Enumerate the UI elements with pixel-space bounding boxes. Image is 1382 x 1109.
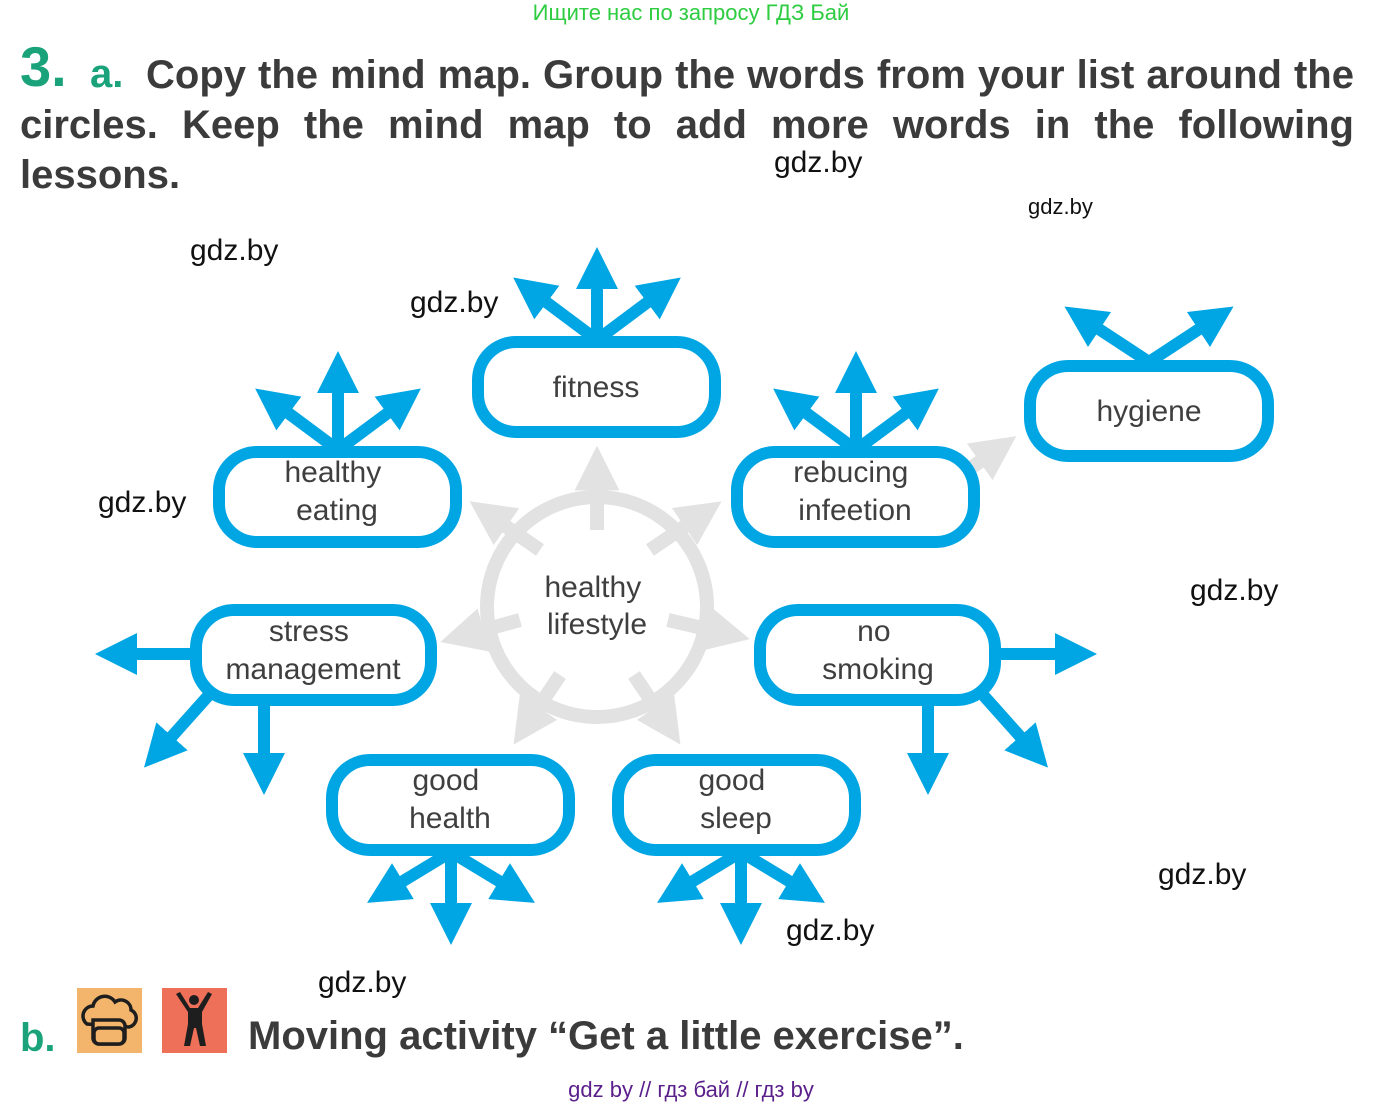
center-label-line-2: lifestyle: [547, 608, 647, 641]
watermark: gdz.by: [1028, 194, 1093, 219]
node-fitness: [472, 336, 721, 438]
label-no-smoking: no smoking: [822, 615, 934, 686]
label-healthy-eating: healthy eating: [284, 456, 389, 527]
label-good-health: good health: [409, 764, 491, 835]
watermark: gdz.by: [786, 914, 875, 947]
watermark: gdz.by: [774, 146, 863, 179]
node-rebucing-infeetion: [731, 446, 980, 548]
node-healthy-eating: [213, 446, 462, 548]
node-no-smoking: [754, 604, 1001, 706]
center-label-line-1: healthy: [544, 571, 641, 604]
node-good-sleep: [612, 754, 861, 856]
moving-activity-icon: [162, 988, 227, 1053]
label-rebucing-infeetion: rebucing infeetion: [793, 456, 916, 527]
watermark: gdz.by: [1158, 858, 1247, 891]
node-good-health: [326, 754, 575, 856]
watermark: gdz.by: [318, 966, 407, 999]
task-letter-a: a.: [90, 52, 124, 96]
footer-watermark: gdz by // гдз бай // гдз by: [568, 1077, 814, 1102]
label-stress-management: stress management: [225, 615, 401, 686]
label-good-sleep: good sleep: [698, 764, 773, 835]
node-stress-management: [190, 604, 437, 706]
center-label: healthy lifestyle: [544, 571, 649, 641]
task-instruction: Copy the mind map. Group the words from …: [20, 53, 1354, 197]
node-hygiene: [1024, 360, 1274, 462]
watermark: gdz.by: [190, 234, 279, 267]
branch-arrows: [95, 247, 1234, 945]
watermark: gdz.by: [410, 286, 499, 319]
task-letter-b: b.: [20, 1016, 56, 1060]
group-work-icon: [77, 988, 142, 1053]
top-banner: Ищите нас по запросу ГДЗ Бай: [532, 0, 850, 25]
watermark: gdz.by: [98, 486, 187, 519]
task-number: 3.: [20, 35, 67, 98]
center-hub: [440, 436, 1017, 745]
label-hygiene: hygiene: [1096, 395, 1201, 428]
watermark: gdz.by: [1190, 574, 1279, 607]
label-fitness: fitness: [553, 371, 640, 404]
moving-activity-text: Moving activity “Get a little exercise”.: [248, 1014, 964, 1058]
